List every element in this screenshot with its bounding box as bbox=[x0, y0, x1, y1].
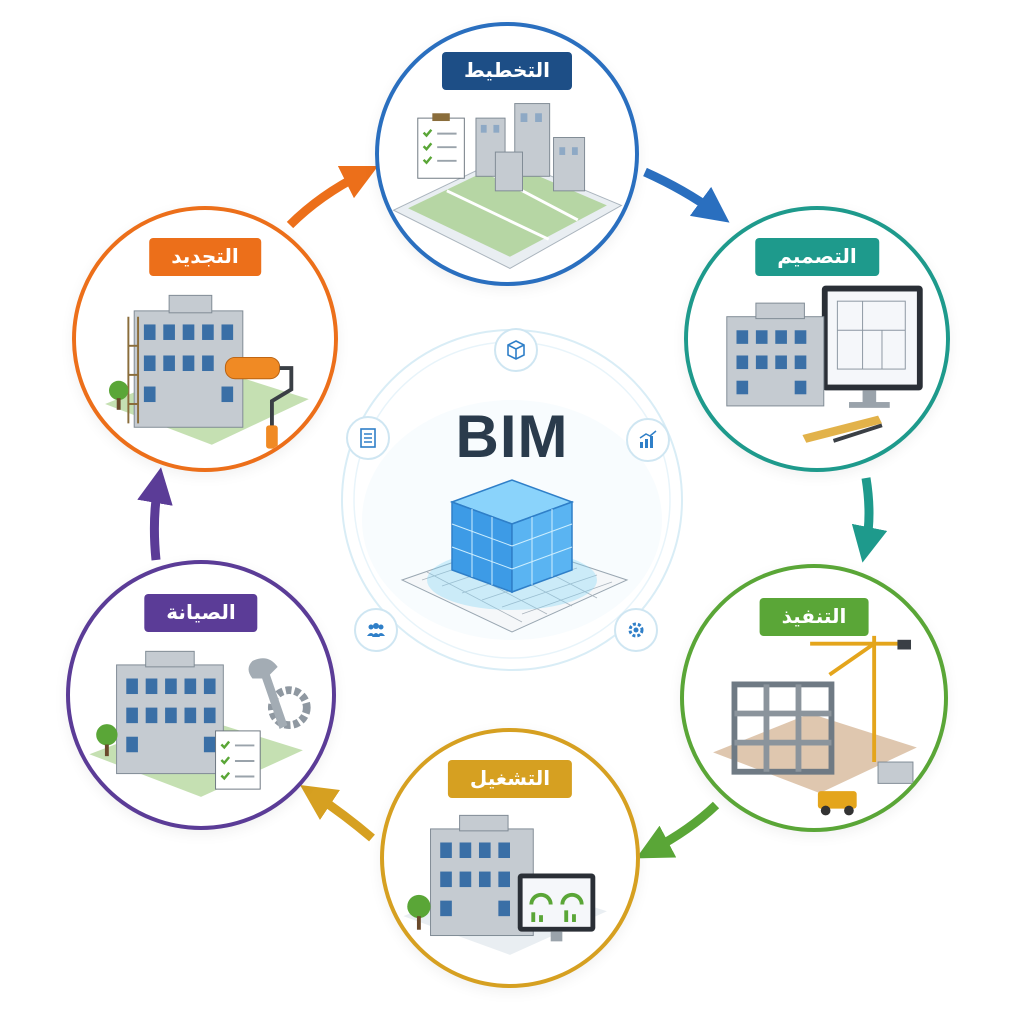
arrow-maintenance-to-renovation bbox=[137, 467, 173, 561]
maintenance-illustration bbox=[89, 650, 311, 797]
stage-label-construction: التنفيذ bbox=[759, 598, 869, 636]
team-icon bbox=[354, 608, 398, 652]
settings-icon bbox=[614, 608, 658, 652]
stage-design: التصميم bbox=[684, 206, 950, 472]
stage-label-maintenance: الصيانة bbox=[144, 594, 258, 632]
bim-title: BIM bbox=[455, 403, 569, 470]
arrow-operation-to-maintenance bbox=[300, 785, 375, 842]
stage-planning: التخطيط bbox=[375, 22, 639, 286]
stage-operation: التشغيل bbox=[380, 728, 640, 988]
stage-label-design: التصميم bbox=[755, 238, 879, 276]
planning-illustration bbox=[392, 103, 623, 269]
stage-renovation: التجديد bbox=[72, 206, 338, 472]
document-icon bbox=[346, 416, 390, 460]
construction-illustration bbox=[713, 635, 917, 816]
stage-maintenance: الصيانة bbox=[66, 560, 336, 830]
renovation-illustration bbox=[105, 294, 309, 449]
arrow-construction-to-operation bbox=[636, 801, 720, 859]
stage-label-planning: التخطيط bbox=[441, 52, 573, 90]
stage-construction: التنفيذ bbox=[680, 564, 948, 832]
operation-illustration bbox=[403, 814, 607, 955]
design-illustration bbox=[726, 285, 923, 443]
arrow-design-to-construction bbox=[851, 477, 888, 563]
arrow-planning-to-design bbox=[643, 167, 730, 223]
chart-icon bbox=[626, 418, 670, 462]
stage-label-renovation: التجديد bbox=[149, 238, 261, 276]
bim-cube-illustration bbox=[400, 479, 629, 633]
stage-label-operation: التشغيل bbox=[447, 760, 573, 798]
arrow-renovation-to-planning bbox=[286, 165, 379, 229]
cube-icon bbox=[494, 328, 538, 372]
